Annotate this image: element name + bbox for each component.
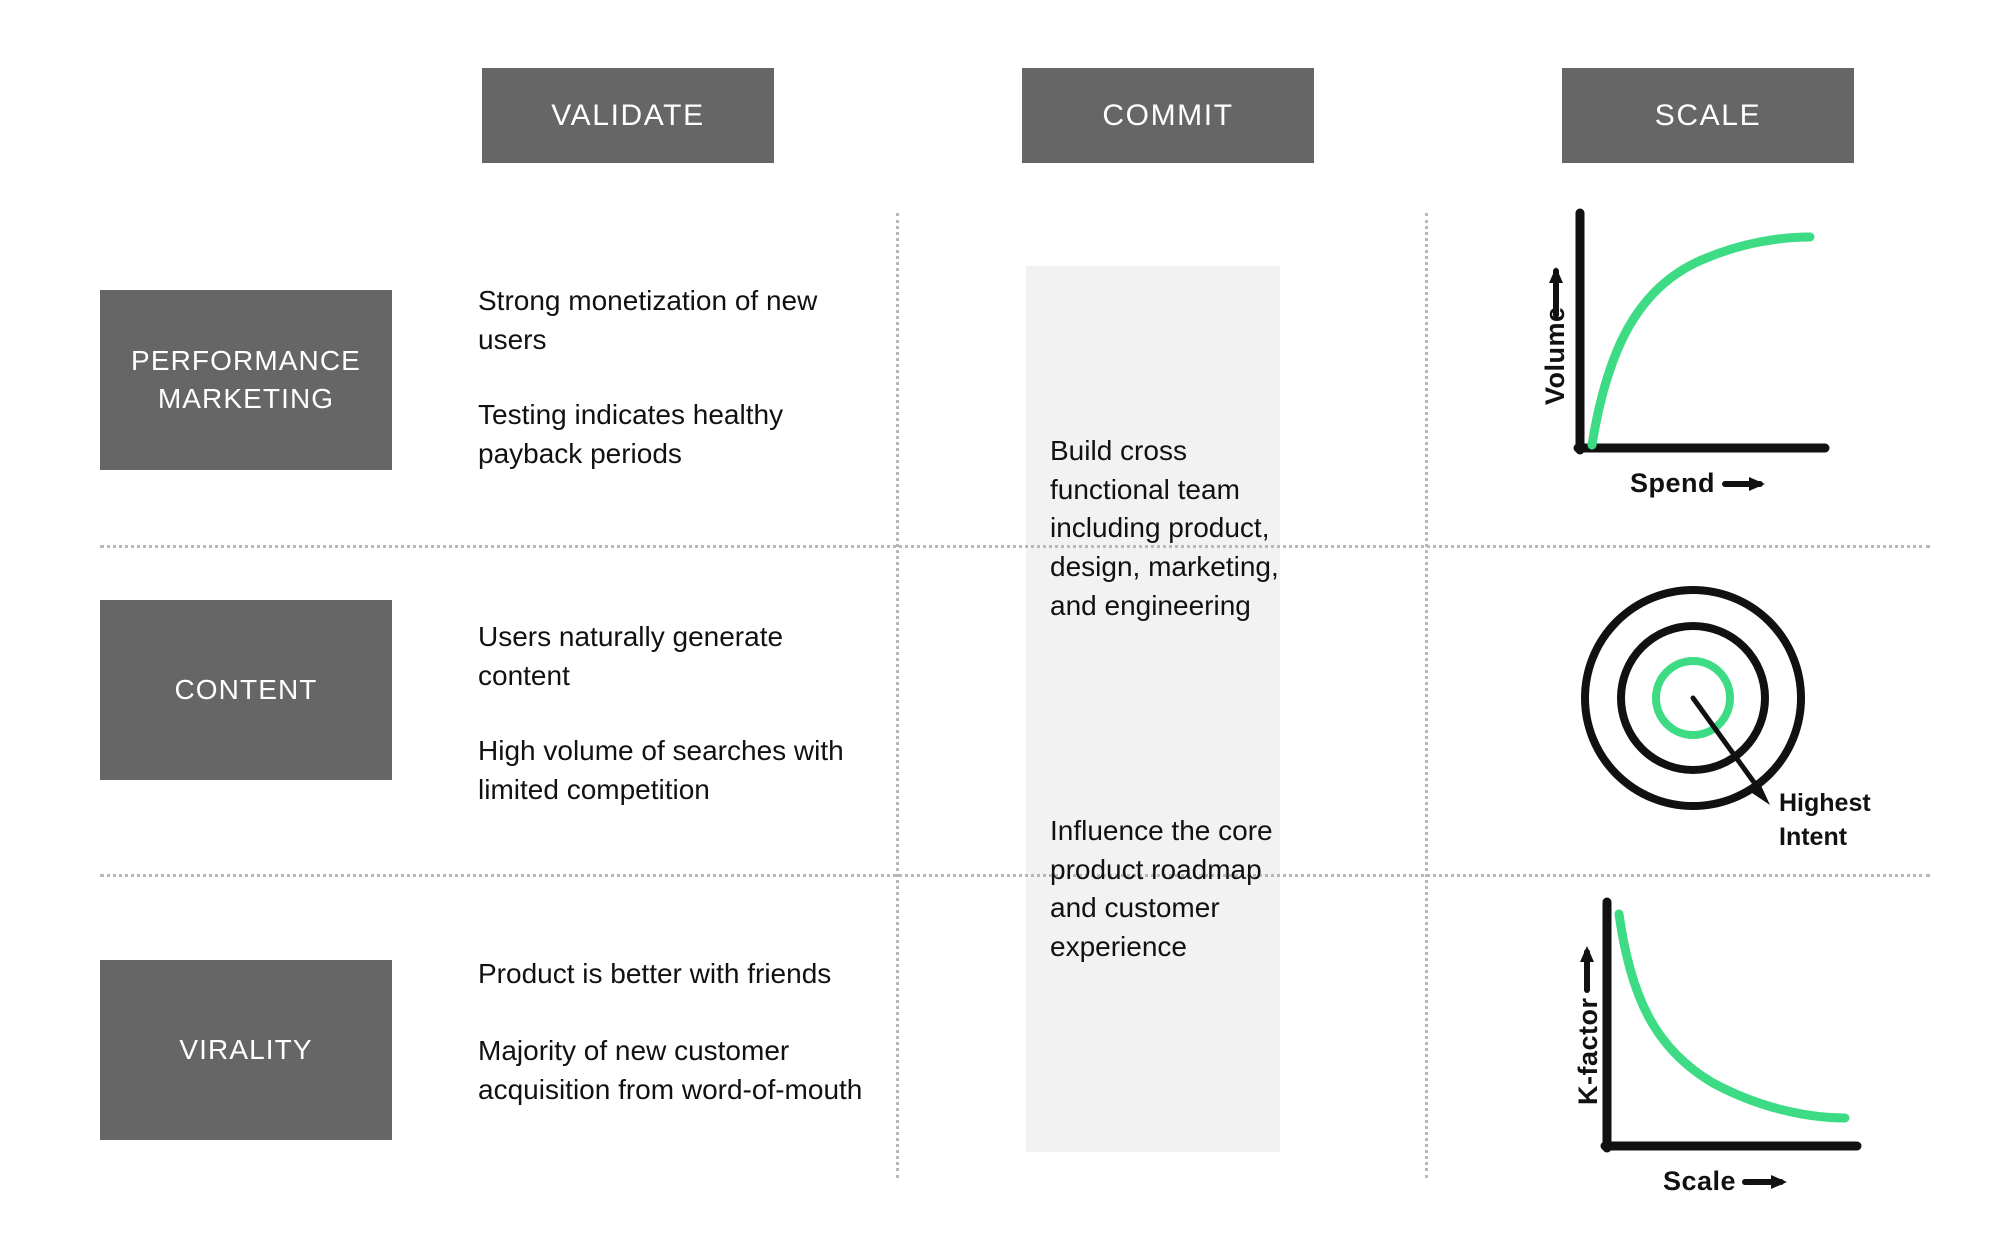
bullseye-ring-outer <box>1581 586 1805 810</box>
highest-intent-arrow-icon <box>1690 695 1770 805</box>
column-header-scale: SCALE <box>1562 68 1854 163</box>
y-axis-label: Volume <box>1540 306 1570 405</box>
volume-curve <box>1587 232 1815 450</box>
row-label-content-text: CONTENT <box>174 674 318 706</box>
column-header-scale-label: SCALE <box>1654 98 1762 132</box>
spend-volume-chart: Volume Spend <box>1520 195 1900 525</box>
kfactor-curve <box>1614 909 1850 1123</box>
bullseye-ring-inner <box>1652 657 1734 739</box>
x-axis-label: Spend <box>1630 468 1715 498</box>
row-label-virality: VIRALITY <box>100 960 392 1140</box>
column-header-commit: COMMIT <box>1022 68 1314 163</box>
validate-item-virality-2: Majority of new customer acquisition fro… <box>478 1035 863 1105</box>
grid-line-horizontal-2 <box>100 874 1930 877</box>
x-axis-arrow-icon <box>1742 1175 1787 1189</box>
y-axis-arrow-icon <box>1549 267 1563 318</box>
commit-panel <box>1026 266 1280 1152</box>
highest-intent-label-line2: Intent <box>1779 823 1848 851</box>
bullseye-ring-middle <box>1617 622 1769 774</box>
validate-item-content-2: High volume of searches with limited com… <box>478 735 844 805</box>
column-header-commit-label: COMMIT <box>1102 98 1234 132</box>
validate-item-performance-1: Strong monetization of new users <box>478 285 818 355</box>
commit-item-1: Build cross functional team including pr… <box>1050 435 1279 621</box>
row-label-performance-marketing-text: PERFORMANCE MARKETING <box>131 345 361 414</box>
column-header-validate-label: VALIDATE <box>551 98 705 132</box>
y-axis-arrow-icon <box>1580 946 1594 993</box>
x-axis-label: Scale <box>1663 1166 1736 1196</box>
x-axis-arrow-icon <box>1722 477 1765 491</box>
row-label-content: CONTENT <box>100 600 392 780</box>
highest-intent-label-line1: Highest <box>1779 789 1871 817</box>
commit-item-2: Influence the core product roadmap and c… <box>1050 815 1273 962</box>
validate-item-content-1: Users naturally generate content <box>478 621 784 691</box>
row-label-virality-text: VIRALITY <box>179 1034 313 1066</box>
validate-item-performance-2: Testing indicates healthy payback period… <box>478 399 784 469</box>
grid-line-vertical-1 <box>896 213 899 1178</box>
column-header-validate: VALIDATE <box>482 68 774 163</box>
scale-kfactor-chart: K-factor Scale <box>1545 890 1925 1220</box>
row-label-performance-marketing: PERFORMANCE MARKETING <box>100 290 392 470</box>
grid-line-horizontal-1 <box>100 545 1930 548</box>
grid-line-vertical-2 <box>1425 213 1428 1178</box>
y-axis-label: K-factor <box>1573 997 1603 1105</box>
intent-bullseye: Highest Intent <box>1545 565 1945 875</box>
validate-item-virality-1: Product is better with friends <box>478 958 832 989</box>
